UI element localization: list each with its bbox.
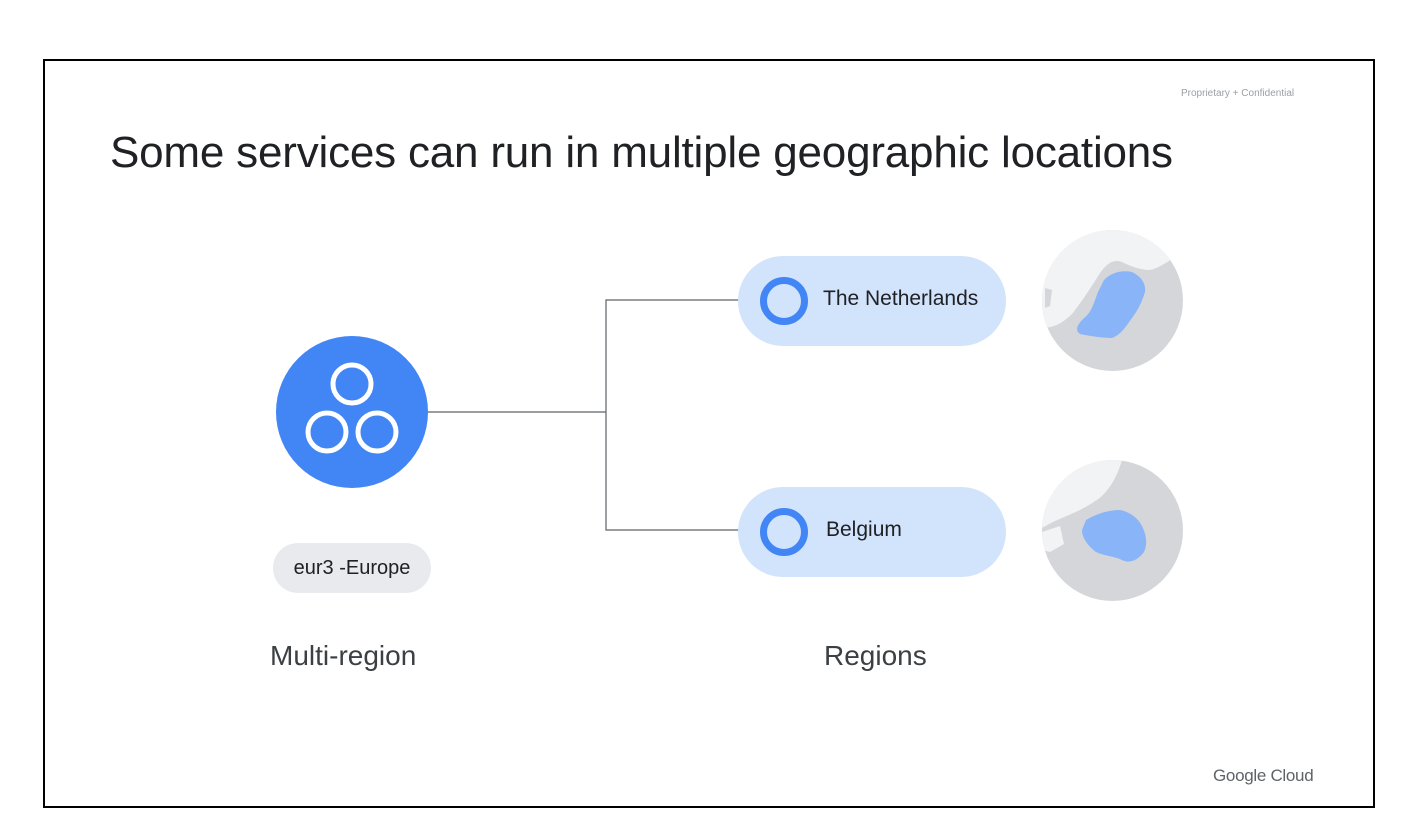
connector-to-netherlands (605, 299, 740, 531)
google-cloud-logo: Google Cloud (1213, 766, 1314, 785)
multi-region-icon (276, 336, 428, 488)
netherlands-map (1042, 230, 1183, 371)
multi-region-chip: eur3 -Europe (273, 543, 431, 593)
slide-frame (43, 59, 1375, 808)
region-pill-netherlands: The Netherlands (738, 256, 1006, 346)
three-circles-icon (305, 362, 399, 454)
belgium-map (1042, 460, 1183, 601)
page-title: Some services can run in multiple geogra… (110, 128, 1173, 177)
ring-icon (760, 508, 808, 556)
multi-region-caption: Multi-region (270, 640, 417, 671)
region-pill-belgium: Belgium (738, 487, 1006, 577)
regions-caption: Regions (824, 640, 927, 671)
region-label: Belgium (826, 518, 902, 541)
confidential-label: Proprietary + Confidential (1181, 88, 1295, 99)
ring-icon (760, 277, 808, 325)
region-label: The Netherlands (823, 287, 979, 310)
